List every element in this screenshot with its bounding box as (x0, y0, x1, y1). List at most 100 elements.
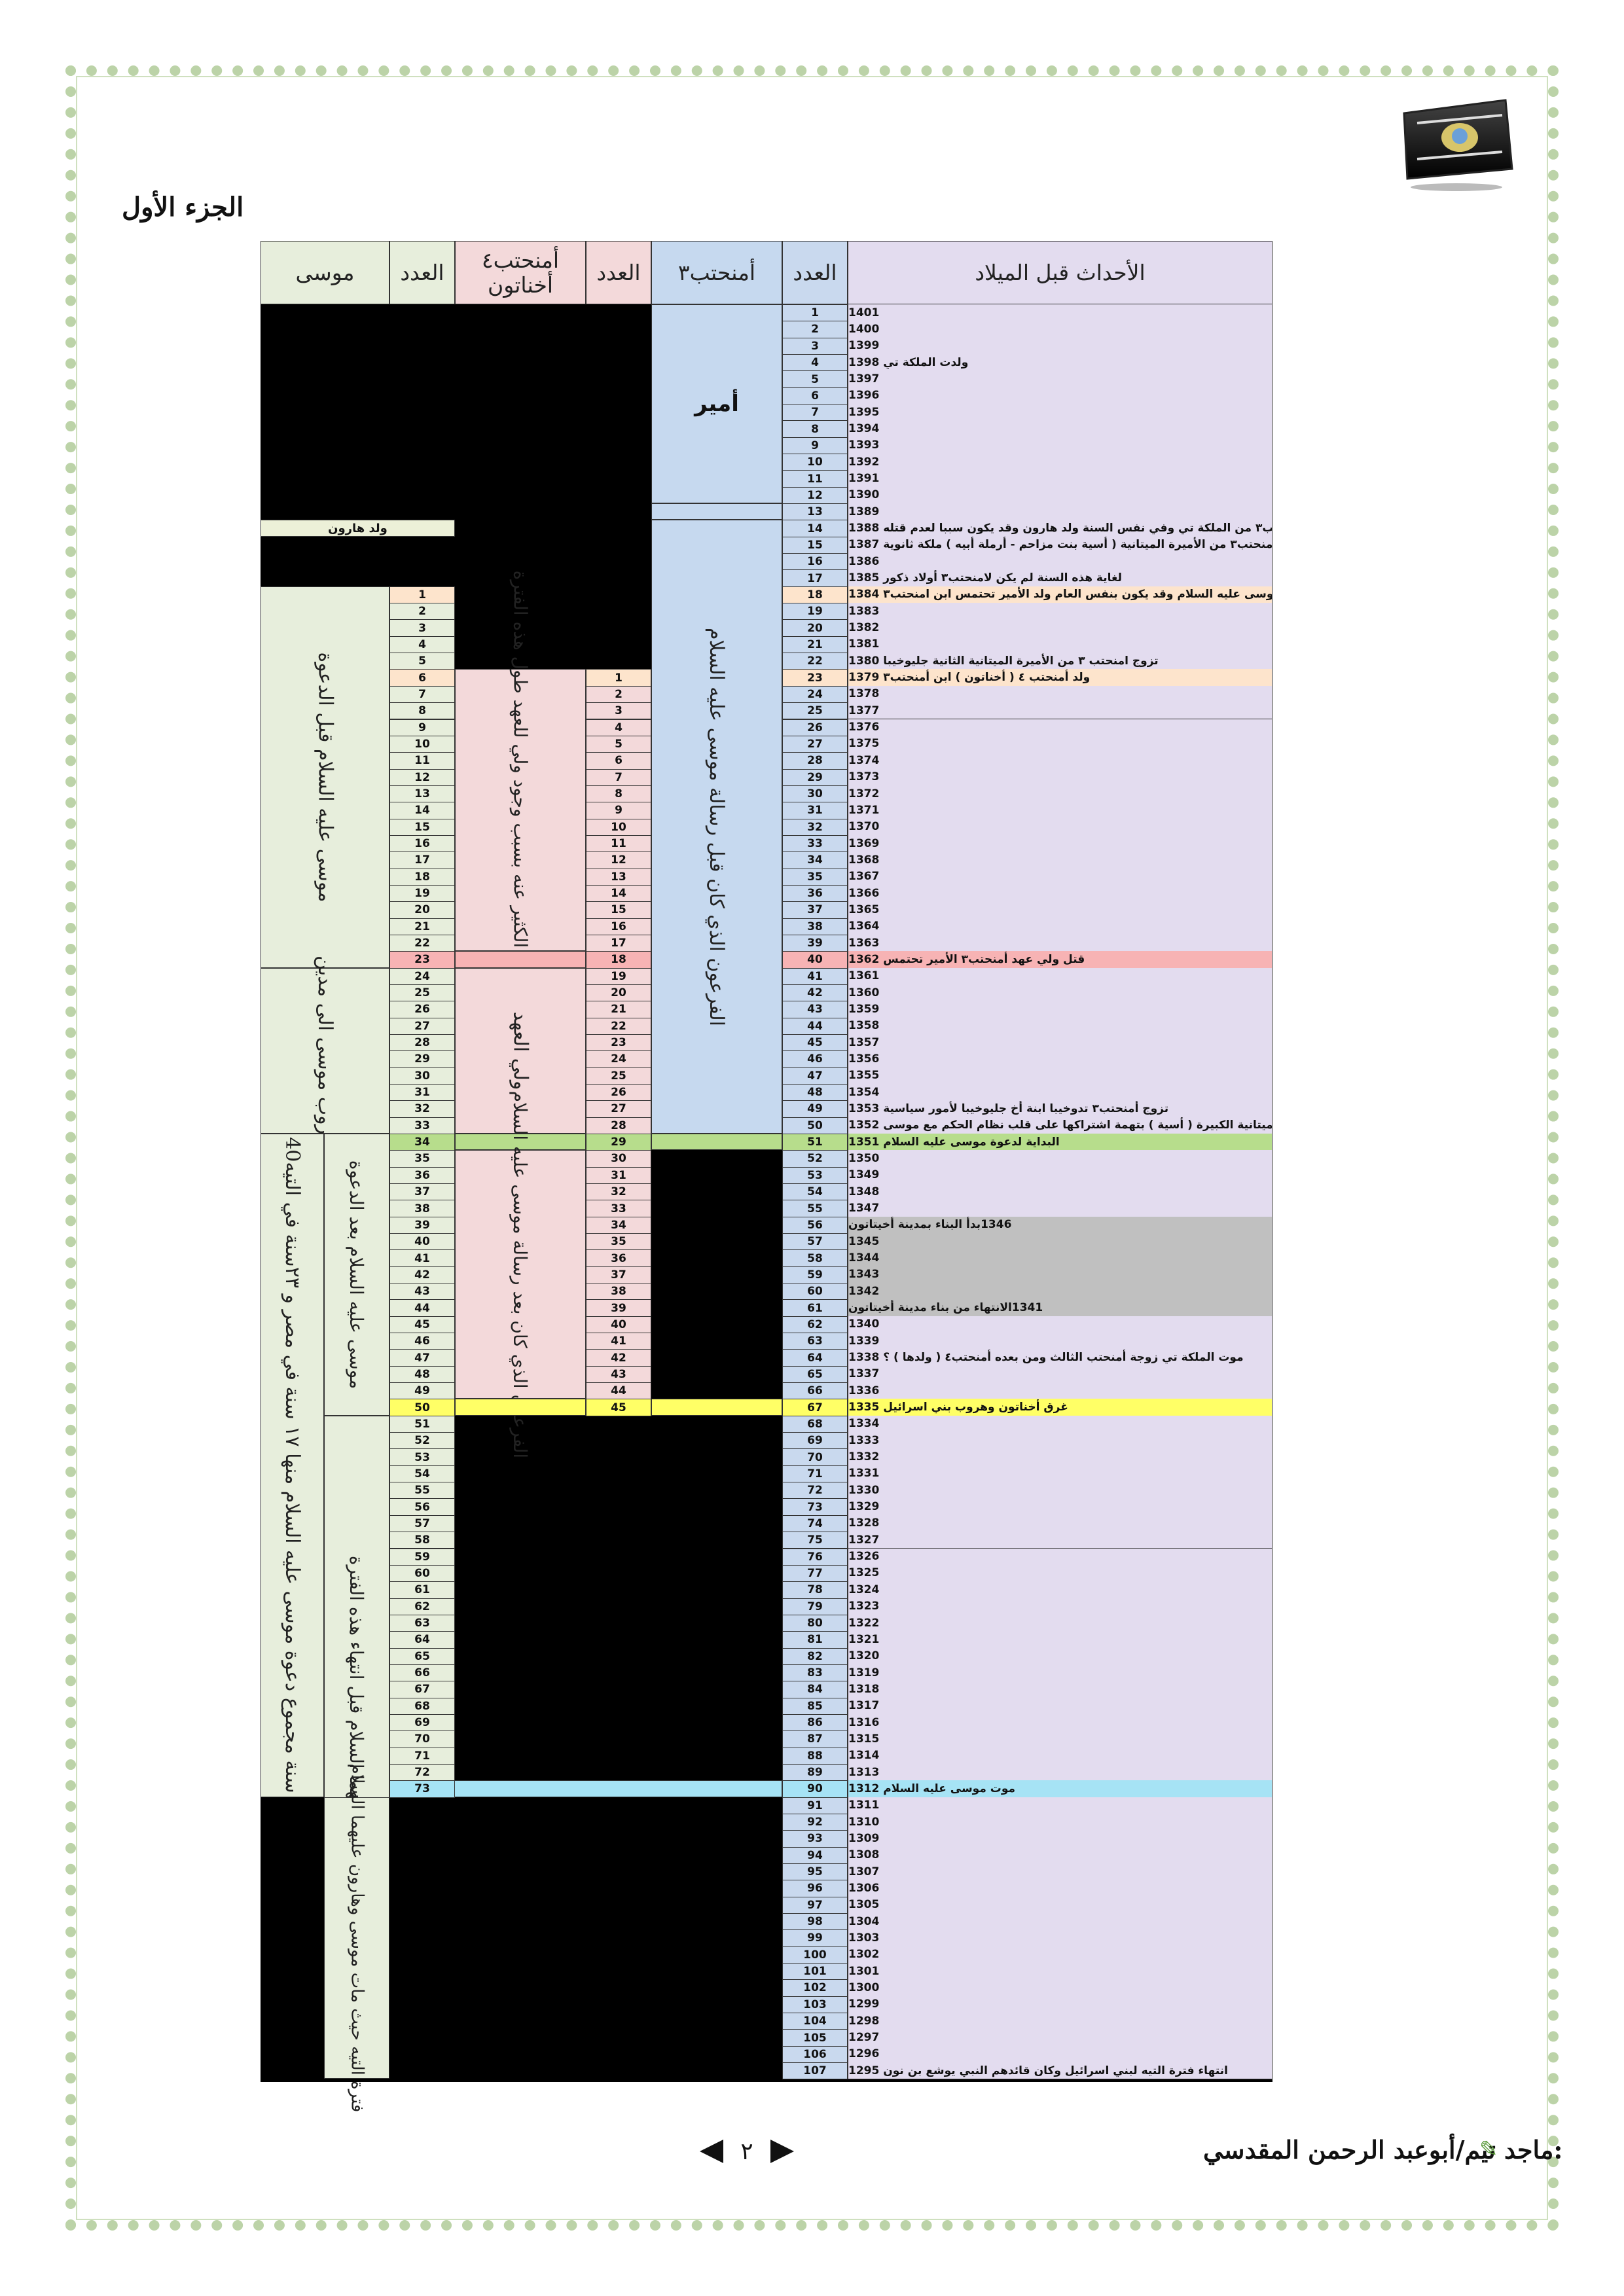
amenhotep3-pharaoh-label-text: الفرعون الذي كان قبل رسالة موسى عليه الس… (705, 627, 729, 1026)
count-1-cell: 81 (782, 1631, 848, 1649)
count-1-cell: 74 (782, 1515, 848, 1533)
event-text: 1343 (848, 1268, 880, 1282)
count-1-cell: 54 (782, 1183, 848, 1201)
count-3-cell: 4 (389, 636, 455, 654)
event-text: 1371 (848, 803, 880, 817)
count-3-cell: 30 (389, 1067, 455, 1085)
count-1-cell: 31 (782, 802, 848, 819)
count-1-cell: 10 (782, 454, 848, 471)
count-3-cell: 72 (389, 1763, 455, 1782)
event-row: 1399 (848, 337, 1272, 355)
event-text: تزوج امنحتب٣ من الأميرة الميتانية ( أسية… (848, 538, 1272, 552)
event-row: تزوج امنحتب ٣ من الأميرة الميتانية الثان… (848, 653, 1272, 670)
count-2-cell: 27 (586, 1100, 651, 1118)
brand-logo-icon (1403, 99, 1513, 191)
count-1-cell: 40 (782, 951, 848, 969)
count-1-cell: 16 (782, 553, 848, 571)
count-3-cell: 64 (389, 1631, 455, 1649)
count-2-cell: 35 (586, 1233, 651, 1251)
count-2-cell: 3 (586, 702, 651, 720)
event-text: 1391 (848, 472, 880, 486)
event-row: 1304 (848, 1912, 1272, 1931)
count-1-cell: 34 (782, 852, 848, 869)
event-text: 1392 (848, 455, 880, 469)
event-row: 1359 (848, 1001, 1272, 1018)
count-3-cell: 1 (389, 586, 455, 604)
event-text: 1358 (848, 1019, 880, 1033)
event-row: 1329 (848, 1498, 1272, 1516)
event-row: 1350 (848, 1150, 1272, 1168)
count-1-cell: 107 (782, 2062, 848, 2080)
count-1-cell: 68 (782, 1415, 848, 1433)
count-3-cell: 70 (389, 1731, 455, 1748)
count-3-cell: 33 (389, 1117, 455, 1134)
amenhotep3-row-67 (651, 1399, 782, 1416)
event-text: 1356 (848, 1052, 880, 1066)
count-3-cell: 27 (389, 1017, 455, 1035)
header-count-3: العدد (389, 241, 455, 304)
event-text: 1337 (848, 1367, 880, 1381)
event-text: 1369 (848, 836, 880, 850)
event-row: 1373 (848, 768, 1272, 786)
count-2-cell: 14 (586, 884, 651, 903)
event-row: 1343 (848, 1266, 1272, 1284)
count-1-cell: 53 (782, 1166, 848, 1184)
event-row: 1316 (848, 1713, 1272, 1732)
count-2-cell: 43 (586, 1365, 651, 1384)
count-3-cell: 62 (389, 1598, 455, 1615)
event-text: 1324 (848, 1583, 880, 1596)
count-2-cell: 24 (586, 1050, 651, 1068)
count-2-cell: 36 (586, 1249, 651, 1267)
next-page-icon[interactable] (770, 2140, 794, 2163)
count-3-cell: 66 (389, 1664, 455, 1682)
event-row: 1330 (848, 1482, 1272, 1499)
count-2-cell: 7 (586, 768, 651, 786)
count-1-cell: 77 (782, 1564, 848, 1583)
count-1-cell: 15 (782, 536, 848, 554)
event-row: 1364 (848, 918, 1272, 935)
count-3-cell: 22 (389, 934, 455, 952)
event-row: 1400 (848, 321, 1272, 338)
count-2-cell: 15 (586, 901, 651, 919)
event-text: تزوج امنحتب٣ من الملكة تي وفي نفس السنة … (848, 522, 1272, 535)
event-text: 1334 (848, 1417, 880, 1431)
count-1-cell: 46 (782, 1050, 848, 1068)
event-text: انتهاء فترة التيه لبني اسرائيل وكان قائد… (848, 2064, 1228, 2077)
count-3-cell: 69 (389, 1713, 455, 1732)
event-text: 1309 (848, 1831, 880, 1845)
count-1-cell: 44 (782, 1017, 848, 1035)
count-3-cell: 44 (389, 1299, 455, 1317)
count-1-cell: 94 (782, 1846, 848, 1864)
count-1-cell: 28 (782, 752, 848, 770)
count-1-cell: 66 (782, 1382, 848, 1400)
count-1-cell: 55 (782, 1200, 848, 1217)
event-text: 1327 (848, 1533, 880, 1547)
event-text: 1323 (848, 1600, 880, 1613)
count-3-cell: 3 (389, 619, 455, 637)
event-text: 1364 (848, 920, 880, 933)
event-text: 1373 (848, 770, 880, 784)
event-row: 1346بدأ البناء بمدينة أخيتاتون (848, 1216, 1272, 1234)
event-row: 1300 (848, 1979, 1272, 1997)
count-3-cell: 52 (389, 1432, 455, 1450)
count-1-cell: 62 (782, 1316, 848, 1334)
event-text: تزوج أمنحتب٣ تدوخيبا ابنة أخ جليوخيبا لأ… (848, 1102, 1169, 1115)
moses-after-call-label-text: موسى عليه السلام بعد الدعوة (346, 1160, 368, 1390)
count-2-cell: 21 (586, 1001, 651, 1018)
event-row: 1344 (848, 1249, 1272, 1267)
event-row: 1357 (848, 1033, 1272, 1052)
event-text: 1314 (848, 1749, 880, 1763)
prev-page-icon[interactable] (700, 2140, 724, 2163)
count-2-cell: 28 (586, 1117, 651, 1134)
count-2-cell: 42 (586, 1349, 651, 1367)
count-3-cell: 67 (389, 1681, 455, 1698)
event-row: 1376 (848, 719, 1272, 736)
event-text: 1326 (848, 1550, 880, 1564)
count-3-cell: 35 (389, 1150, 455, 1168)
event-text: 1340 (848, 1318, 880, 1331)
event-row: 1337 (848, 1365, 1272, 1384)
event-row: 1296 (848, 2045, 1272, 2064)
event-text: 1367 (848, 870, 880, 884)
count-1-cell: 52 (782, 1150, 848, 1168)
event-row: 1301 (848, 1963, 1272, 1981)
